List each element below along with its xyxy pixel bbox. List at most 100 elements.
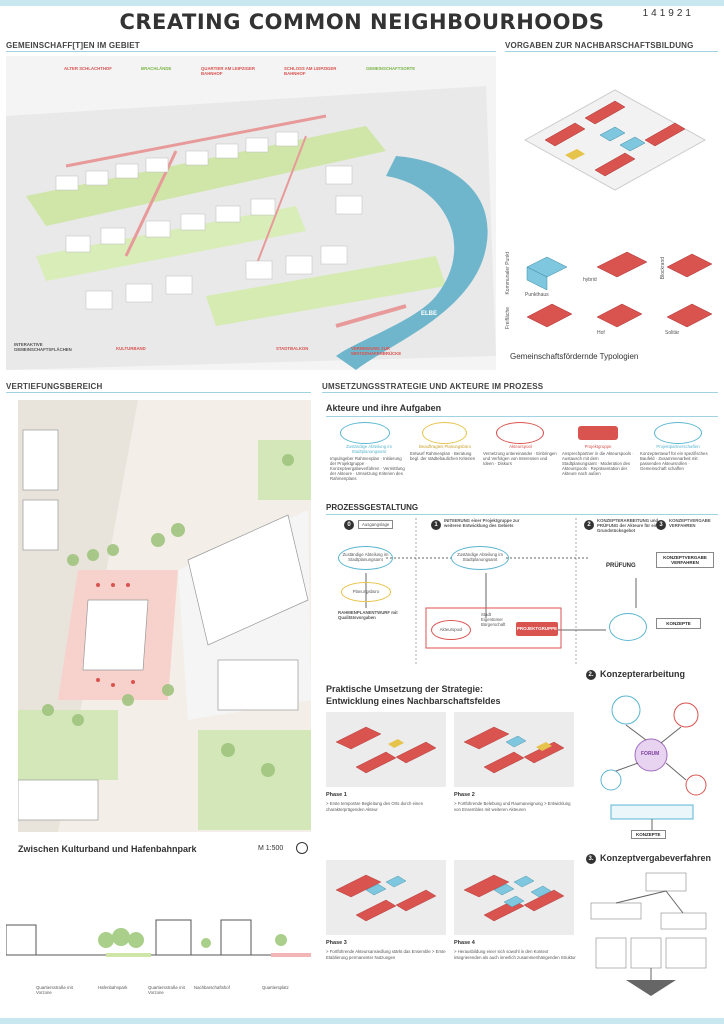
bottom-bar — [0, 1018, 724, 1024]
label-quartier: QUARTIER AM LEIPZIGER BAHNHOF — [201, 66, 256, 76]
section-title-vertiefung: VERTIEFUNGSBEREICH — [6, 382, 103, 391]
building-large — [187, 514, 309, 646]
node-amt-2: Zuständige Abteilung im Stadtplanungsamt — [451, 546, 509, 570]
label-kulturband: KULTURBAND — [116, 346, 146, 351]
node-pruefung: PRÜFUNG — [606, 563, 636, 569]
plan-drawing — [18, 400, 311, 832]
actor-partner-icon — [654, 422, 702, 444]
river-label: ELBE — [421, 311, 438, 317]
node-konzeptvergabe: KONZEPTVERGABE VERFAHREN — [656, 552, 714, 568]
actor-amt-icon — [340, 422, 390, 444]
section-label-4: Nachbarschaftshof — [194, 985, 230, 990]
label-schloss: SCHLOSS AM LEIPZIGER BAHNHOF — [284, 66, 337, 76]
section-label-5: Quartiersplatz — [262, 985, 289, 990]
node-amt: Zuständige Abteilung im Stadtplanungsamt — [338, 546, 393, 570]
node-projektgruppe: PROJEKTGRUPPE — [516, 622, 558, 636]
step-2-label: KONZEPTERARBEITUNG und PRÜFUNG der Akteu… — [597, 518, 659, 533]
actor-projektgruppe-icon — [578, 426, 618, 440]
typ-item-2: Hof — [597, 330, 605, 336]
section-title-gebiet: GEMEINSCHAFF[T]EN IM GEBIET — [6, 41, 140, 50]
section-divider — [505, 51, 718, 52]
konzepterarbeitung-title: Konzepterarbeitung — [600, 669, 686, 679]
node-konzepte: KONZEPTE — [656, 618, 701, 629]
step-3-num: 3 — [656, 520, 666, 530]
phase-3-desc: > Fortführende Akteursansiedlung stärkt … — [326, 949, 446, 960]
section-divider — [322, 392, 718, 393]
label-interaktive: INTERAKTIVE GEMEINSCHAFTSFLÄCHEN — [14, 342, 72, 352]
typologien-grid: Kommunaler Punkt Freifläche hybrid Block… — [505, 222, 718, 342]
page-title: CREATING COMMON NEIGHBOURHOODS — [119, 10, 605, 34]
konzept-cycle — [600, 695, 707, 830]
typ-shapes — [526, 251, 713, 328]
konzeptvergabe-title: Konzeptvergabeverfahren — [600, 853, 712, 863]
vorgaben-isometric — [505, 60, 718, 220]
step-1-label: INITIIERUNG einer Projektgruppe zur weit… — [444, 518, 520, 528]
section-label-2: Hafenbahnpark — [98, 985, 128, 990]
step-3-label: KONZEPTVERGABE VERFAHREN — [669, 518, 711, 528]
forum-label: FORUM — [641, 751, 660, 757]
konzepterarbeitung-diagram: FORUM KONZEPTE — [586, 685, 718, 843]
node-vertretungen: Stadt Eigentümer Bürgerschaft — [481, 612, 506, 627]
step-0-label: Ausgangslage — [358, 520, 394, 529]
aerial-plan: ALTER SCHLACHTHOF BRACHLÄNDE QUARTIER AM… — [6, 56, 496, 370]
label-stadtbalkon: STADTBALKON — [276, 346, 309, 351]
actor-pool-icon — [496, 422, 544, 444]
label-gemeinschaftsorte: GEMEINSCHAFTSORTE — [366, 66, 416, 71]
actor-buero: Beauftragtes Planungsbüro Entwurf Rahmen… — [410, 422, 480, 461]
phase-isometrics — [326, 712, 574, 935]
section-label-1: Quartiersstraße mit Vorzone — [36, 985, 73, 995]
phase-2-label: Phase 2 — [454, 792, 475, 798]
actor-projektgruppe: Projektgruppe Ansprechpartner in die Akt… — [562, 422, 634, 476]
section-divider — [6, 51, 496, 52]
river-shape — [336, 156, 488, 370]
aerial-drawing — [6, 56, 496, 370]
akteure-title: Akteure und ihre Aufgaben — [326, 403, 442, 413]
vergabe-flow — [590, 872, 707, 996]
bridge-line — [335, 304, 407, 328]
section-title-vorgaben: VORGABEN ZUR NACHBARSCHAFTSBILDUNG — [505, 41, 694, 50]
phases-grid: Phase 1 > Erste temporäre Begleitung des… — [326, 712, 581, 1007]
step-0-num: 0 — [344, 520, 354, 530]
typ-col-1: hybrid — [583, 277, 597, 283]
scale-label: M 1:500 — [258, 845, 284, 852]
phase-3-label: Phase 3 — [326, 940, 347, 946]
prozess-diagram: 0 Ausgangslage 1 INITIIERUNG einer Proje… — [326, 518, 718, 666]
actor-buero-icon — [422, 422, 467, 444]
node-partner-circle — [609, 613, 647, 641]
konzepte-box: KONZEPTE — [631, 830, 666, 839]
step-2-num: 2 — [584, 520, 594, 530]
node-pool: Akteurspool — [431, 620, 471, 640]
section-divider — [6, 392, 311, 393]
street-section: Quartiersstraße mit Vorzone Hafenbahnpar… — [5, 905, 311, 1000]
prozess-title: PROZESSGESTALTUNG — [326, 503, 419, 512]
actor-pool: Akteurspool Vernetzung untereinander · E… — [483, 422, 558, 466]
project-id: 141921 — [642, 8, 694, 19]
vertiefung-caption: Zwischen Kulturband und Hafenbahnpark — [18, 844, 197, 854]
phase-1-label: Phase 1 — [326, 792, 347, 798]
label-winterhafen: VERBINDUNG ZUR WINTERHAFENBRÜCKE — [351, 346, 402, 356]
vertiefung-plan — [18, 400, 311, 832]
typ-row-1: Kommunaler Punkt — [505, 252, 511, 295]
north-arrow-icon — [296, 842, 308, 854]
node-rahmen: RAHMENPLANENTWURF mit Qualitätsvorgaben — [338, 610, 398, 620]
praxis-title: Praktische Umsetzung der Strategie: — [326, 684, 484, 694]
typologien-caption: Gemeinschaftsfördernde Typologien — [510, 352, 639, 361]
typ-row-2: Freifläche — [505, 307, 511, 329]
building-small — [82, 599, 149, 671]
label-brachlaende: BRACHLÄNDE — [141, 66, 172, 71]
prozess-divider — [326, 514, 718, 515]
label-schlachthof: ALTER SCHLACHTHOF — [64, 66, 112, 71]
typ-item-3: Solitär — [665, 330, 680, 336]
konzepterarbeitung-num: 2. — [586, 670, 596, 680]
section-label-3: Quartiersstraße mit Vorzone — [148, 985, 185, 995]
typ-item-1: Punkthaus — [525, 292, 549, 298]
actor-partnerschaften: Projektpartnerschaften Konzeptentwurf fü… — [640, 422, 716, 471]
node-buero: Planungsbüro — [341, 582, 391, 602]
isometric-blocks — [523, 89, 707, 191]
actor-amt: Zuständige Abteilung im Stadtplanungsamt… — [330, 422, 408, 481]
step-1-num: 1 — [431, 520, 441, 530]
konzeptvergabe-num: 3. — [586, 854, 596, 864]
akteure-divider — [326, 416, 718, 417]
phase-4-label: Phase 4 — [454, 940, 475, 946]
praxis-subtitle: Entwicklung eines Nachbarschaftsfeldes — [326, 696, 501, 706]
